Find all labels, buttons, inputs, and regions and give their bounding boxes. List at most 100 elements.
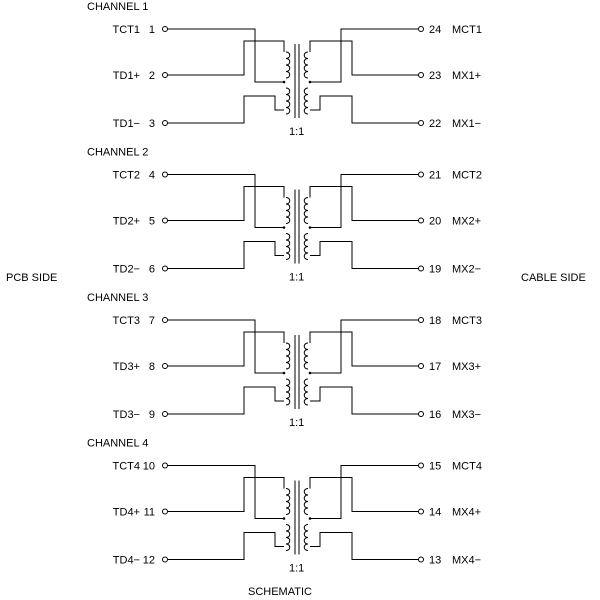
pin-terminal-right (418, 265, 424, 272)
channel-title: CHANNEL 4 (87, 438, 148, 450)
pin-terminal-left (162, 363, 168, 369)
pin-name-right: MX4− (452, 555, 481, 567)
pin-name-right: MX2− (452, 264, 481, 276)
pin-name-right: MCT4 (452, 461, 482, 473)
wire-left (168, 465, 284, 519)
wire-right (310, 465, 418, 519)
pin-name-left: TD3+ (113, 361, 140, 373)
pin-number-left: 2 (149, 70, 155, 82)
secondary-coil-upper (303, 51, 309, 79)
pin-terminal-left (162, 171, 168, 178)
wire-left (168, 319, 284, 374)
pin-terminal-right (418, 317, 424, 323)
center-tap-dot (308, 517, 312, 520)
pin-terminal-left (162, 217, 168, 224)
pin-terminal-left (162, 556, 168, 563)
turns-ratio-label: 1:1 (289, 272, 304, 284)
wire-left (168, 95, 284, 124)
pin-number-right: 17 (429, 361, 441, 373)
secondary-coil-upper (303, 488, 309, 515)
primary-coil-upper (285, 51, 291, 79)
pin-terminal-right (418, 411, 424, 417)
pin-number-left: 9 (149, 409, 155, 421)
wire-right (309, 477, 418, 512)
pin-terminal-right (418, 120, 424, 126)
pin-terminal-right (418, 462, 424, 469)
wire-left (168, 186, 285, 221)
pin-name-right: MX1+ (452, 70, 481, 82)
pin-number-left: 12 (143, 555, 155, 567)
schematic-footer-label: SCHEMATIC (248, 586, 312, 598)
secondary-coil-upper (303, 342, 309, 370)
pin-number-left: 6 (149, 264, 155, 276)
pin-terminal-left (162, 120, 168, 126)
pin-name-left: TD2+ (113, 216, 140, 228)
wire-right (310, 28, 418, 83)
pin-terminal-left (162, 265, 168, 272)
pin-terminal-left (162, 508, 168, 515)
pin-number-left: 8 (149, 361, 155, 373)
wire-left (168, 40, 285, 76)
pin-name-left: TD4+ (113, 507, 140, 519)
pin-name-right: MCT1 (452, 24, 482, 36)
wire-left (168, 532, 284, 560)
pin-terminal-right (418, 72, 424, 78)
pin-name-right: MX3+ (452, 361, 481, 373)
pin-number-right: 21 (429, 170, 441, 182)
turns-ratio-label: 1:1 (289, 417, 304, 429)
cable-side-label: CABLE SIDE (521, 272, 586, 284)
wire-right (310, 241, 418, 269)
center-tap-dot (282, 371, 286, 375)
pin-number-left: 10 (143, 461, 155, 473)
pin-number-left: 7 (149, 315, 155, 327)
wire-right (310, 95, 418, 124)
pin-number-right: 14 (429, 507, 441, 519)
turns-ratio-label: 1:1 (289, 126, 304, 138)
pin-terminal-left (162, 317, 168, 323)
pin-name-right: MX4+ (452, 507, 481, 519)
pin-terminal-left (162, 72, 168, 78)
pin-number-right: 22 (429, 118, 441, 130)
pin-number-right: 23 (429, 70, 441, 82)
pin-name-right: MX2+ (452, 216, 481, 228)
wire-left (168, 331, 285, 367)
wire-left (168, 477, 285, 512)
pin-number-left: 1 (149, 24, 155, 36)
wire-left (168, 28, 284, 83)
primary-coil-lower (285, 378, 291, 406)
secondary-coil-lower (303, 233, 309, 260)
pin-name-right: MX3− (452, 409, 481, 421)
pin-terminal-left (162, 411, 168, 417)
wire-left (168, 386, 284, 415)
pin-name-left: TCT4 (113, 461, 141, 473)
channel-title: CHANNEL 2 (87, 147, 148, 159)
pin-name-left: TD1+ (113, 70, 140, 82)
pin-terminal-right (418, 363, 424, 369)
primary-coil-upper (285, 342, 291, 370)
center-tap-dot (282, 80, 286, 84)
wire-right (310, 319, 418, 374)
secondary-coil-upper (303, 197, 309, 224)
wire-right (310, 386, 418, 415)
pin-number-right: 24 (429, 24, 441, 36)
pin-name-right: MX1− (452, 118, 481, 130)
secondary-coil-lower (303, 87, 309, 115)
center-tap-dot (308, 226, 312, 229)
pin-number-right: 13 (429, 555, 441, 567)
pin-terminal-left (162, 462, 168, 469)
pin-number-right: 19 (429, 264, 441, 276)
center-tap-dot (308, 80, 312, 84)
pin-name-left: TD2− (113, 264, 140, 276)
pin-terminal-right (418, 508, 424, 515)
pin-terminal-right (418, 217, 424, 224)
pin-name-left: TD4− (113, 555, 140, 567)
center-tap-dot (308, 371, 312, 375)
pin-name-left: TCT1 (113, 24, 141, 36)
channel-title: CHANNEL 1 (87, 1, 148, 13)
